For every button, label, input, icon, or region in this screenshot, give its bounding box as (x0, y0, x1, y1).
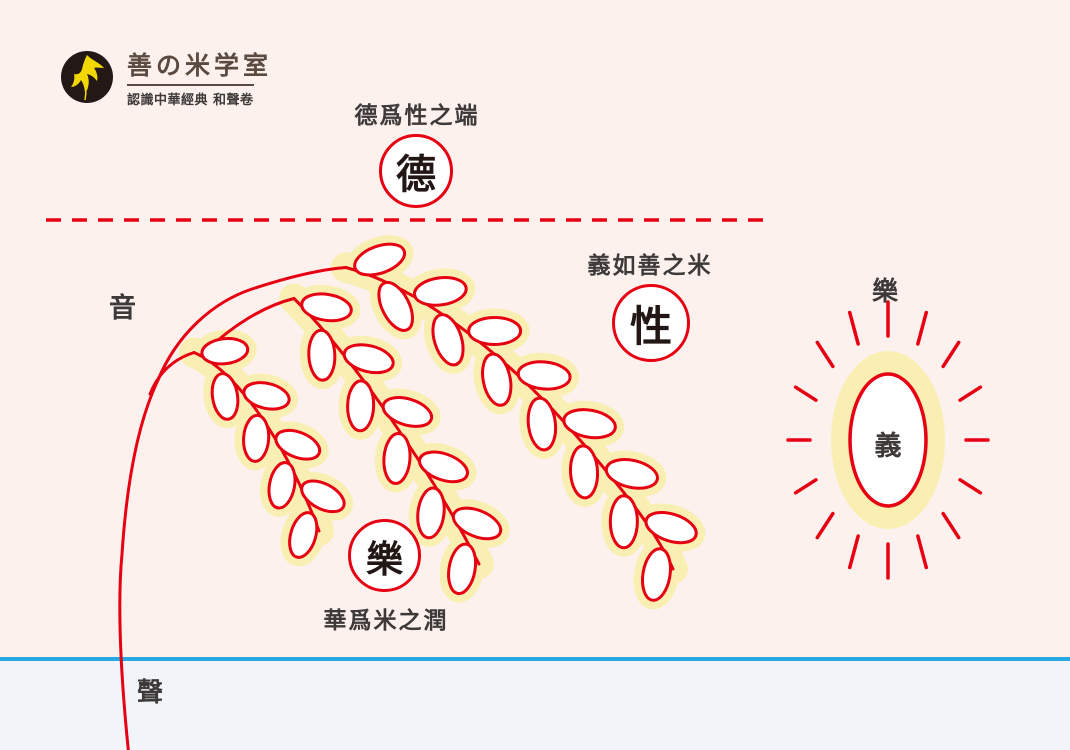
rice-grain (381, 396, 434, 428)
rice-grain (431, 313, 465, 367)
ray-line (941, 511, 961, 540)
rice-grain (200, 337, 250, 366)
rice-grain (413, 276, 468, 307)
logo-title: 善の米学室 (127, 51, 273, 80)
ray-line (793, 478, 818, 495)
label-sheng: 聲 (137, 678, 166, 708)
logo: 善の米学室 認識中華經典 和聲卷 (61, 51, 272, 108)
ray-line (941, 340, 961, 369)
logo-subtitle: 認識中華經典 和聲卷 (127, 93, 254, 108)
ray-line (815, 511, 835, 540)
node-de: 德 (379, 134, 453, 208)
ray-line (958, 385, 983, 402)
rice-grain (608, 494, 639, 550)
glowing-grain (786, 300, 990, 580)
rice-grain (644, 510, 698, 545)
rice-grain (353, 242, 407, 277)
rice-grain (210, 372, 240, 421)
rice-grain (288, 511, 319, 559)
caption-yi-ru-shan-zhi-mi: 義如善之米 (587, 253, 713, 279)
stem-arc-to-large-stalk (156, 266, 348, 382)
rice-grain (416, 486, 446, 540)
rice-grain (604, 458, 659, 490)
rice-grain (516, 360, 572, 391)
rice-grain (382, 432, 412, 485)
grain-outline (848, 372, 928, 508)
rice-grain (568, 444, 600, 500)
rice-grain (526, 396, 558, 452)
ray-line (793, 385, 818, 402)
rice-grain (481, 352, 513, 407)
rice-grain (274, 428, 322, 461)
rice-grain (300, 479, 346, 514)
node-xing: 性 (612, 284, 690, 362)
ray-line (847, 534, 860, 570)
ray-line (847, 310, 860, 346)
rice-grain (300, 292, 353, 323)
stem-arc-to-small-stalk (148, 351, 196, 396)
rice-grain (641, 547, 672, 602)
rice-grain (307, 328, 337, 382)
rice-grain (242, 413, 271, 463)
logo-underline (127, 84, 254, 86)
caption-de-wei-xing-zhi-duan: 德爲性之端 (354, 103, 480, 129)
rice-grain (377, 280, 414, 332)
rice-grain (242, 381, 291, 411)
rice-grain (467, 315, 523, 346)
rice-grain (342, 343, 395, 375)
rice-grain (346, 379, 376, 433)
below-baseline-band (0, 661, 1070, 750)
rice-grain (451, 506, 503, 541)
node-le: 樂 (348, 519, 421, 592)
rice-grain (447, 542, 478, 596)
ray-line (958, 478, 983, 495)
logo-badge (61, 51, 113, 103)
ray-line (916, 310, 929, 346)
label-le-right: 樂 (871, 277, 901, 307)
caption-hua-wei-mi-zhi-run: 華爲米之潤 (323, 608, 449, 634)
rice-grain (418, 450, 469, 484)
label-yin: 音 (109, 293, 138, 324)
rice-grain (267, 461, 297, 510)
rice-grains (200, 242, 698, 602)
bird-icon (71, 55, 104, 101)
grain-char-yi: 義 (874, 431, 902, 462)
ray-line (916, 534, 929, 570)
ray-line (815, 340, 835, 369)
rice-grain (562, 408, 617, 440)
main-stem-line (118, 378, 160, 750)
sun-rays (786, 300, 990, 580)
